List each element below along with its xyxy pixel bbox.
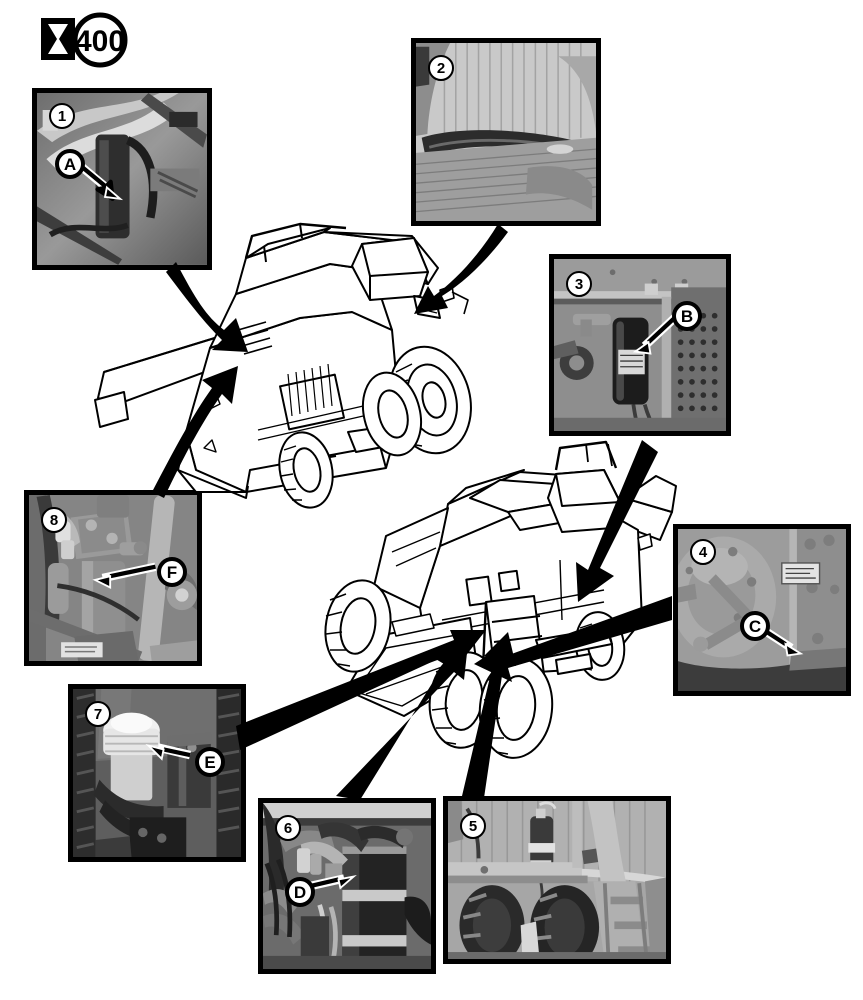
panel-1-fuel-filter[interactable]: 1 A xyxy=(32,88,212,270)
arrow-panel-3 xyxy=(576,440,658,602)
combine-harvester-front-view xyxy=(324,440,677,759)
panel-7-number: 7 xyxy=(85,701,111,727)
panel-4-photo xyxy=(678,529,846,691)
panel-1-number: 1 xyxy=(49,103,75,129)
panel-2-number: 2 xyxy=(428,55,454,81)
panel-5-fire-extinguisher[interactable]: 5 xyxy=(443,796,671,964)
panel-4-number: 4 xyxy=(690,539,716,565)
arrow-panel-6 xyxy=(336,644,468,800)
panel-1-letter-badge: A xyxy=(55,149,85,179)
lower-steer-tire xyxy=(574,611,626,681)
upper-drive-tire xyxy=(388,345,472,455)
upper-rear-tire xyxy=(361,371,423,457)
panel-5-number: 5 xyxy=(460,813,486,839)
panel-3-letter-badge: B xyxy=(672,301,702,331)
hourglass-icon xyxy=(41,18,75,60)
panel-3-filter-canister[interactable]: 3 B xyxy=(549,254,731,436)
panel-8-number: 8 xyxy=(41,507,67,533)
arrow-panel-8 xyxy=(152,366,238,498)
panel-3-number: 3 xyxy=(566,271,592,297)
panel-2-cab-seat[interactable]: 2 xyxy=(411,38,601,226)
arrow-panel-7 xyxy=(236,630,486,750)
panel-7-letter-badge: E xyxy=(195,747,225,777)
lower-front-drive-tire xyxy=(478,657,554,759)
panel-8-letter-badge: F xyxy=(157,557,187,587)
panel-6-number: 6 xyxy=(275,815,301,841)
service-interval-hours: 400 xyxy=(75,25,125,58)
operator-ladder xyxy=(480,595,547,699)
panel-8-filter-housing[interactable]: 8 F xyxy=(24,490,202,666)
lower-left-drive-tire xyxy=(324,579,392,673)
lower-center-drive-tire xyxy=(428,651,500,749)
panel-4-gearbox-plug[interactable]: 4 C xyxy=(673,524,851,696)
panel-6-hydraulic-fitting[interactable]: 6 D xyxy=(258,798,436,974)
arrow-panel-4 xyxy=(474,596,672,682)
panel-4-letter-badge: C xyxy=(740,611,770,641)
arrow-panel-5 xyxy=(462,632,516,798)
arrow-panel-1 xyxy=(166,262,248,352)
upper-steer-tire xyxy=(278,431,334,509)
panel-6-letter-badge: D xyxy=(285,877,315,907)
panel-7-reservoir-cap[interactable]: 7 E xyxy=(68,684,246,862)
arrow-panel-2 xyxy=(414,224,508,314)
service-interval-badge: 400 xyxy=(38,12,146,68)
panel-7-photo xyxy=(73,689,241,857)
